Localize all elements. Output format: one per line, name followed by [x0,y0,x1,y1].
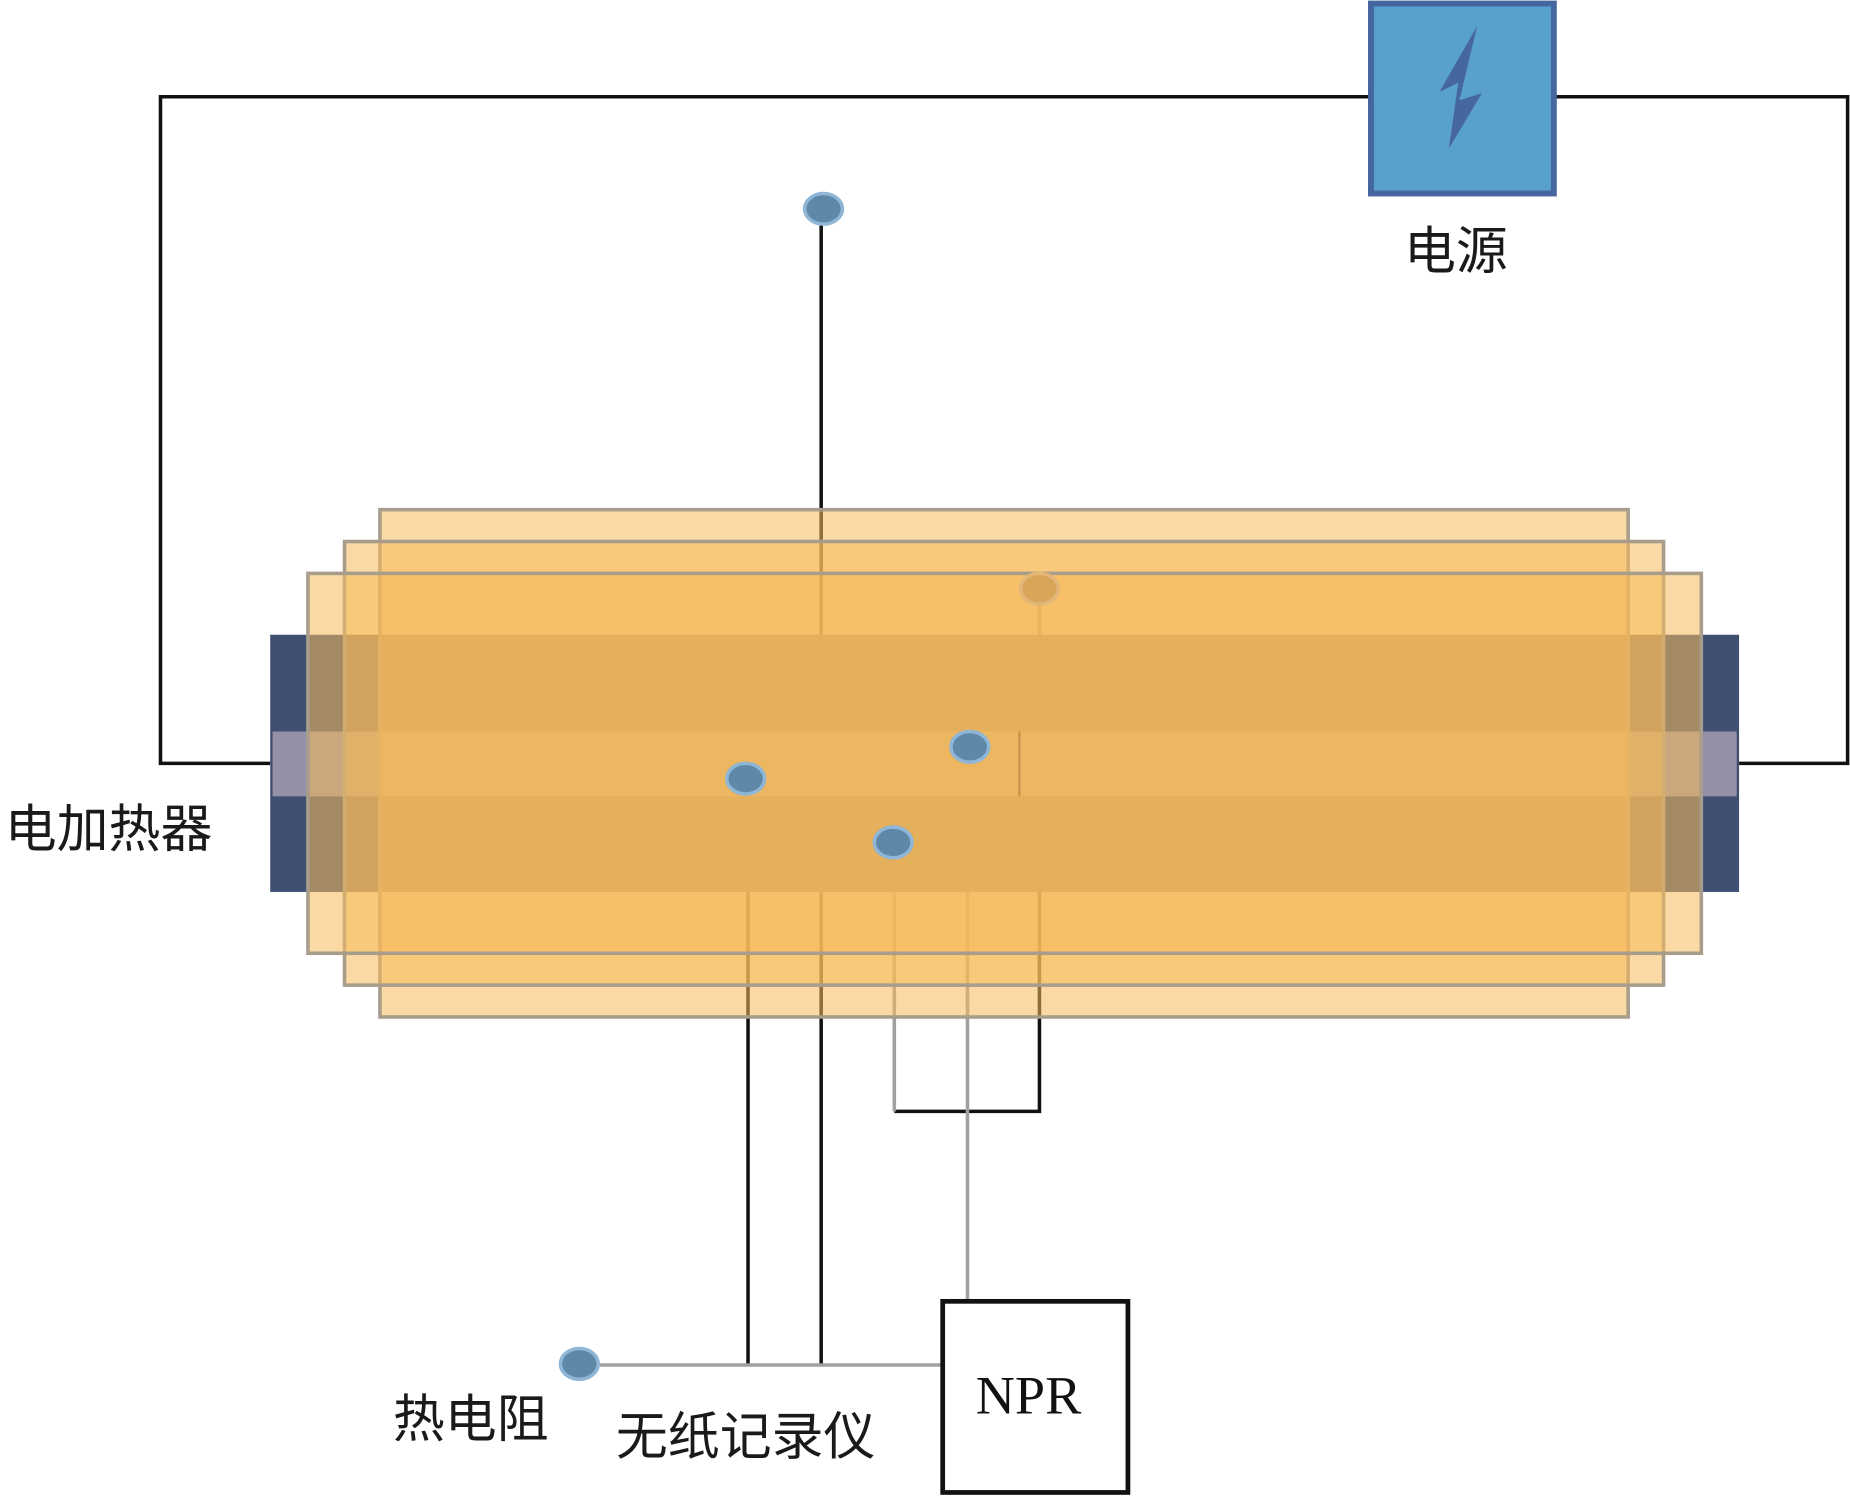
insulation-layers [306,507,1704,1019]
insulation-layer-inner [306,571,1704,956]
sensors [558,191,991,1381]
npr-box [940,1298,1131,1495]
power-circuit-wires [158,94,1850,766]
sensor-dot-icon [725,761,767,796]
power-supply-label: 电源 [1404,222,1508,282]
sensor-dot-icon [558,1346,600,1381]
lightning-bolt-icon [1439,25,1482,149]
sensor-dot-icon [1018,571,1061,606]
sensor-dot-icon [802,191,845,226]
npr-label: NPR [976,1365,1082,1425]
sensor-dot-icon [949,729,991,764]
electric-heater-label: 电加热器 [5,800,213,860]
thermal-resistor-label: 热电阻 [393,1390,549,1450]
paperless-recorder-label: 无纸记录仪 [616,1408,876,1468]
power-supply [1368,0,1557,197]
sensor-dot-icon [872,825,914,860]
